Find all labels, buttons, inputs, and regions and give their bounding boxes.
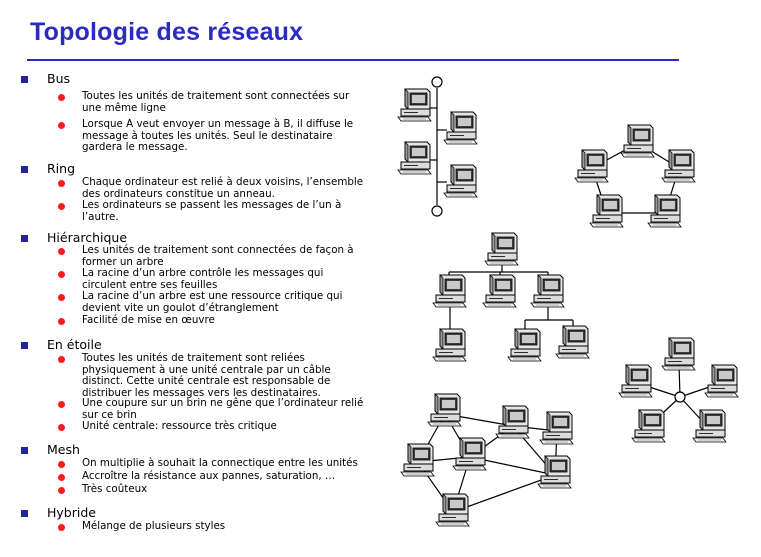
bullet-text: Chaque ordinateur est relié à deux voisi… (82, 176, 364, 200)
round-bullet-icon (58, 248, 65, 255)
computer-icon (400, 443, 435, 477)
round-bullet-icon (58, 461, 65, 468)
topic-label: Hiérarchique (47, 230, 128, 245)
computer-icon (435, 493, 470, 527)
topic-label: Bus (47, 71, 71, 86)
computer-icon (452, 437, 487, 471)
computer-icon (482, 274, 517, 308)
round-bullet-icon (58, 122, 65, 129)
round-bullet-icon (58, 271, 65, 278)
round-bullet-icon (58, 94, 65, 101)
computer-icon (443, 111, 478, 145)
bullet-text: Les ordinateurs se passent les messages … (82, 199, 342, 223)
round-bullet-icon (58, 180, 65, 187)
computer-icon (397, 141, 432, 175)
bullet-text: Accroître la résistance aux pannes, satu… (82, 470, 336, 482)
bullet-text: Très coûteux (82, 483, 148, 495)
round-bullet-icon (58, 401, 65, 408)
square-bullet-icon (21, 76, 28, 83)
computer-icon (555, 325, 590, 359)
computer-icon (443, 164, 478, 198)
round-bullet-icon (58, 203, 65, 210)
computer-icon (692, 409, 727, 443)
computer-icon (432, 328, 467, 362)
mesh-diagram (417, 413, 558, 513)
computer-icon (620, 124, 655, 158)
page-title: Topologie des réseaux (30, 18, 304, 46)
topic-label: En étoile (47, 337, 102, 352)
bullet-text: Facilité de mise en œuvre (82, 314, 215, 326)
computer-icon (589, 194, 624, 228)
bullet-text: Les unités de traitement sont connectées… (82, 244, 354, 268)
round-bullet-icon (58, 524, 65, 531)
round-bullet-icon (58, 487, 65, 494)
square-bullet-icon (21, 510, 28, 517)
bullet-text: Toutes les unités de traitement sont con… (82, 90, 350, 114)
round-bullet-icon (58, 294, 65, 301)
square-bullet-icon (21, 166, 28, 173)
computer-icon (661, 337, 696, 371)
topic-label: Hybride (47, 505, 96, 520)
square-bullet-icon (21, 235, 28, 242)
computer-icon (432, 274, 467, 308)
computer-icon (427, 393, 462, 427)
bullet-text: Unité centrale: ressource très critique (82, 420, 277, 432)
round-bullet-icon (58, 424, 65, 431)
topic-label: Ring (47, 161, 76, 176)
computer-icon (530, 274, 565, 308)
bullet-text: On multiplie à souhait la connectique en… (82, 457, 358, 469)
computer-icon (574, 149, 609, 183)
computer-icon (661, 149, 696, 183)
square-bullet-icon (21, 447, 28, 454)
round-bullet-icon (58, 356, 65, 363)
computer-icon (539, 411, 574, 445)
computer-icon (704, 364, 739, 398)
computer-icon (484, 232, 519, 266)
bullet-text: La racine d’un arbre contrôle les messag… (82, 267, 324, 291)
computer-icon (495, 405, 530, 439)
computer-icon (397, 88, 432, 122)
computer-icon (507, 328, 542, 362)
title-underline (27, 59, 679, 61)
bullet-text: Lorsque A veut envoyer un message à B, i… (82, 118, 354, 153)
bullet-text: Toutes les unités de traitement sont rel… (82, 352, 331, 399)
round-bullet-icon (58, 318, 65, 325)
bullet-text: Une coupure sur un brin ne gêne que l’or… (82, 397, 364, 421)
computer-icon (631, 409, 666, 443)
bullet-text: Mélange de plusieurs styles (82, 520, 226, 532)
square-bullet-icon (21, 342, 28, 349)
computer-icon (618, 364, 653, 398)
bullet-text: La racine d’un arbre est une ressource c… (82, 290, 343, 314)
computer-icon (647, 194, 682, 228)
topic-label: Mesh (47, 442, 80, 457)
round-bullet-icon (58, 474, 65, 481)
